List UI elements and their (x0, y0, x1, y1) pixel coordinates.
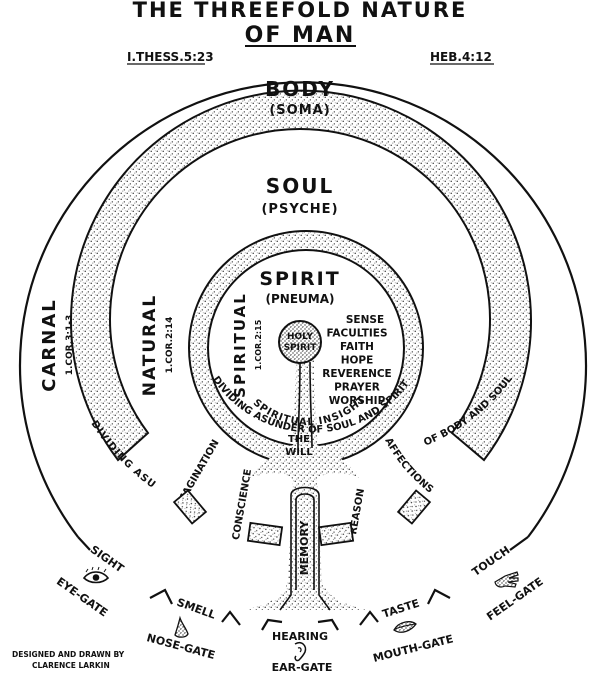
gate-notches (77, 536, 529, 631)
will-label: WILL (285, 447, 313, 458)
gate-label-mouth-gate: MOUTH-GATE (372, 632, 455, 665)
sense-label-taste: TASTE (381, 597, 421, 621)
title: THE THREEFOLD NATURE OF MAN (133, 0, 468, 48)
inlet-box-3 (317, 521, 355, 547)
memory-inner (295, 493, 315, 590)
spirit-label-center: SPIRIT (284, 343, 318, 353)
carnal-reference: 1.COR.3:1-3 (65, 315, 75, 376)
spirit-faculty-faculties: FACULTIES (326, 328, 387, 340)
mouth-icon (393, 621, 417, 633)
body-greek: (SOMA) (269, 103, 330, 118)
memory-label: MEMORY (298, 520, 311, 576)
sense-label-sight: SIGHT (88, 543, 127, 576)
holy-label: HOLY (287, 332, 314, 342)
spiritual-reference: 1.COR.2:15 (254, 319, 263, 370)
spirit-faculty-sense: SENSE (346, 314, 384, 326)
soul-ring-band (70, 89, 532, 462)
title-line-2: OF MAN (245, 23, 356, 48)
spirit-faculty-reverence: REVERENCE (322, 368, 391, 380)
inlet-box-1 (172, 489, 208, 525)
credit-line-2: CLARENCE LARKIN (32, 661, 110, 670)
soul-inlets (172, 489, 432, 547)
sense-label-hearing: HEARING (272, 630, 328, 643)
gate-label-ear-gate: EAR-GATE (272, 661, 333, 674)
inlet-box-2 (246, 521, 284, 547)
spirit-faculty-worship: WORSHIP (329, 395, 386, 407)
spirit-heading: SPIRIT (259, 268, 340, 290)
spirit-faculty-hope: HOPE (341, 355, 374, 367)
hand-icon (494, 571, 519, 588)
ear-icon (294, 641, 307, 662)
holy-spirit-circle (278, 320, 322, 364)
natural-label: NATURAL (140, 294, 160, 397)
eye-icon (82, 566, 110, 584)
credit-line-1: DESIGNED AND DRAWN BY (12, 650, 125, 659)
the-label: THE (288, 434, 310, 445)
natural-reference: 1.COR.2:14 (165, 317, 175, 374)
spirit-faculty-faith: FAITH (340, 341, 374, 353)
will-stem-outline (297, 361, 313, 449)
sense-label-smell: SMELL (175, 596, 217, 622)
soul-heading: SOUL (266, 174, 334, 198)
reference-left: I.THESS.5:23 (127, 50, 214, 64)
reference-right: HEB.4:12 (430, 50, 492, 64)
gate-icons (82, 566, 519, 662)
nose-icon (174, 615, 189, 638)
spiritual-label: SPIRITUAL (231, 292, 249, 398)
inlet-box-4 (396, 489, 432, 525)
title-line-1: THE THREEFOLD NATURE (133, 0, 468, 22)
body-heading: BODY (265, 77, 335, 101)
will-stem (246, 355, 366, 610)
body-outer-circle (18, 81, 588, 538)
sense-label-touch: TOUCH (470, 543, 513, 578)
soul-greek: (PSYCHE) (261, 202, 338, 217)
spirit-greek: (PNEUMA) (266, 292, 335, 306)
spirit-faculty-prayer: PRAYER (334, 382, 380, 394)
carnal-label: CARNAL (39, 298, 60, 391)
gate-label-feel-gate: FEEL-GATE (484, 575, 545, 623)
